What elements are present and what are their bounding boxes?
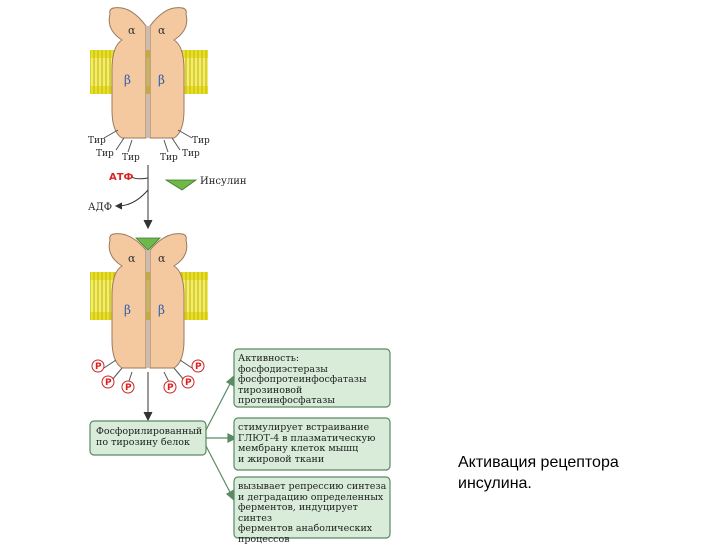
- tyr-label-5: Тир: [182, 149, 200, 159]
- alpha-label-top-right: α: [158, 24, 166, 37]
- glut4-line-4: и жировой ткани: [238, 455, 388, 466]
- receptor-top: [109, 8, 187, 138]
- activity-line-3: фосфопротеинфосфатазы: [238, 375, 388, 386]
- activity-line-4: тирозиновой протеинфосфатазы: [238, 386, 388, 407]
- svg-text:P: P: [95, 362, 102, 372]
- tyr-label-6: Тир: [192, 136, 210, 146]
- beta-label-top-right: β: [158, 73, 165, 87]
- phosphate-p-6: P: [192, 360, 204, 372]
- glut4-line-1: стимулирует встраивание: [238, 423, 388, 434]
- tyr-label-4: Тир: [160, 153, 178, 163]
- atp-label: АТФ: [109, 172, 134, 183]
- phosphate-p-3: P: [122, 381, 134, 393]
- svg-text:P: P: [195, 362, 202, 372]
- repression-line-3: ферментов, индуцирует синтез: [238, 503, 388, 524]
- alpha-label-bottom-left: α: [128, 252, 136, 265]
- insulin-label: Инсулин: [200, 176, 247, 187]
- tyr-label-3: Тир: [122, 153, 140, 163]
- main-box-line-1: Фосфорилированный: [96, 427, 202, 438]
- glut4-text: стимулирует встраивание ГЛЮТ-4 в плазмат…: [238, 423, 388, 465]
- arrow-to-protein: [144, 372, 152, 420]
- tyr-label-2: Тир: [96, 149, 114, 159]
- slide-caption: Активация рецептора инсулина.: [458, 452, 698, 494]
- phosphate-p-2: P: [102, 376, 114, 388]
- beta-label-top-left: β: [124, 73, 131, 87]
- repression-text: вызывает репрессию синтеза и деградацию …: [238, 482, 388, 545]
- beta-label-bottom-right: β: [158, 303, 165, 317]
- tyr-label-1: Тир: [88, 136, 106, 146]
- activity-text: Активность: фосфодиэстеразы фосфопротеин…: [238, 354, 388, 407]
- connector-arrows: [206, 376, 236, 500]
- receptor-bottom: [109, 234, 187, 368]
- repression-line-1: вызывает репрессию синтеза: [238, 482, 388, 493]
- phosphorylated-protein-text: Фосфорилированный по тирозину белок: [96, 427, 202, 448]
- activity-line-1: Активность:: [238, 354, 388, 365]
- beta-label-bottom-left: β: [124, 303, 131, 317]
- svg-text:P: P: [105, 378, 112, 388]
- main-box-line-2: по тирозину белок: [96, 438, 202, 449]
- glut4-line-3: мембрану клеток мышц: [238, 444, 388, 455]
- alpha-label-top-left: α: [128, 24, 136, 37]
- alpha-label-bottom-right: α: [158, 252, 166, 265]
- svg-text:P: P: [185, 378, 192, 388]
- phosphate-p-1: P: [92, 360, 104, 372]
- insulin-shape-top: [166, 180, 196, 190]
- caption-line-2: инсулина.: [458, 473, 698, 494]
- membrane-top: [90, 50, 208, 94]
- repression-line-4: ферментов анаболических: [238, 524, 388, 535]
- caption-line-1: Активация рецептора: [458, 452, 698, 473]
- phosphate-p-4: P: [164, 381, 176, 393]
- svg-text:P: P: [125, 383, 132, 393]
- adp-label: АДФ: [88, 202, 112, 213]
- svg-text:P: P: [167, 383, 174, 393]
- phosphate-p-5: P: [182, 376, 194, 388]
- membrane-bottom: [90, 272, 208, 320]
